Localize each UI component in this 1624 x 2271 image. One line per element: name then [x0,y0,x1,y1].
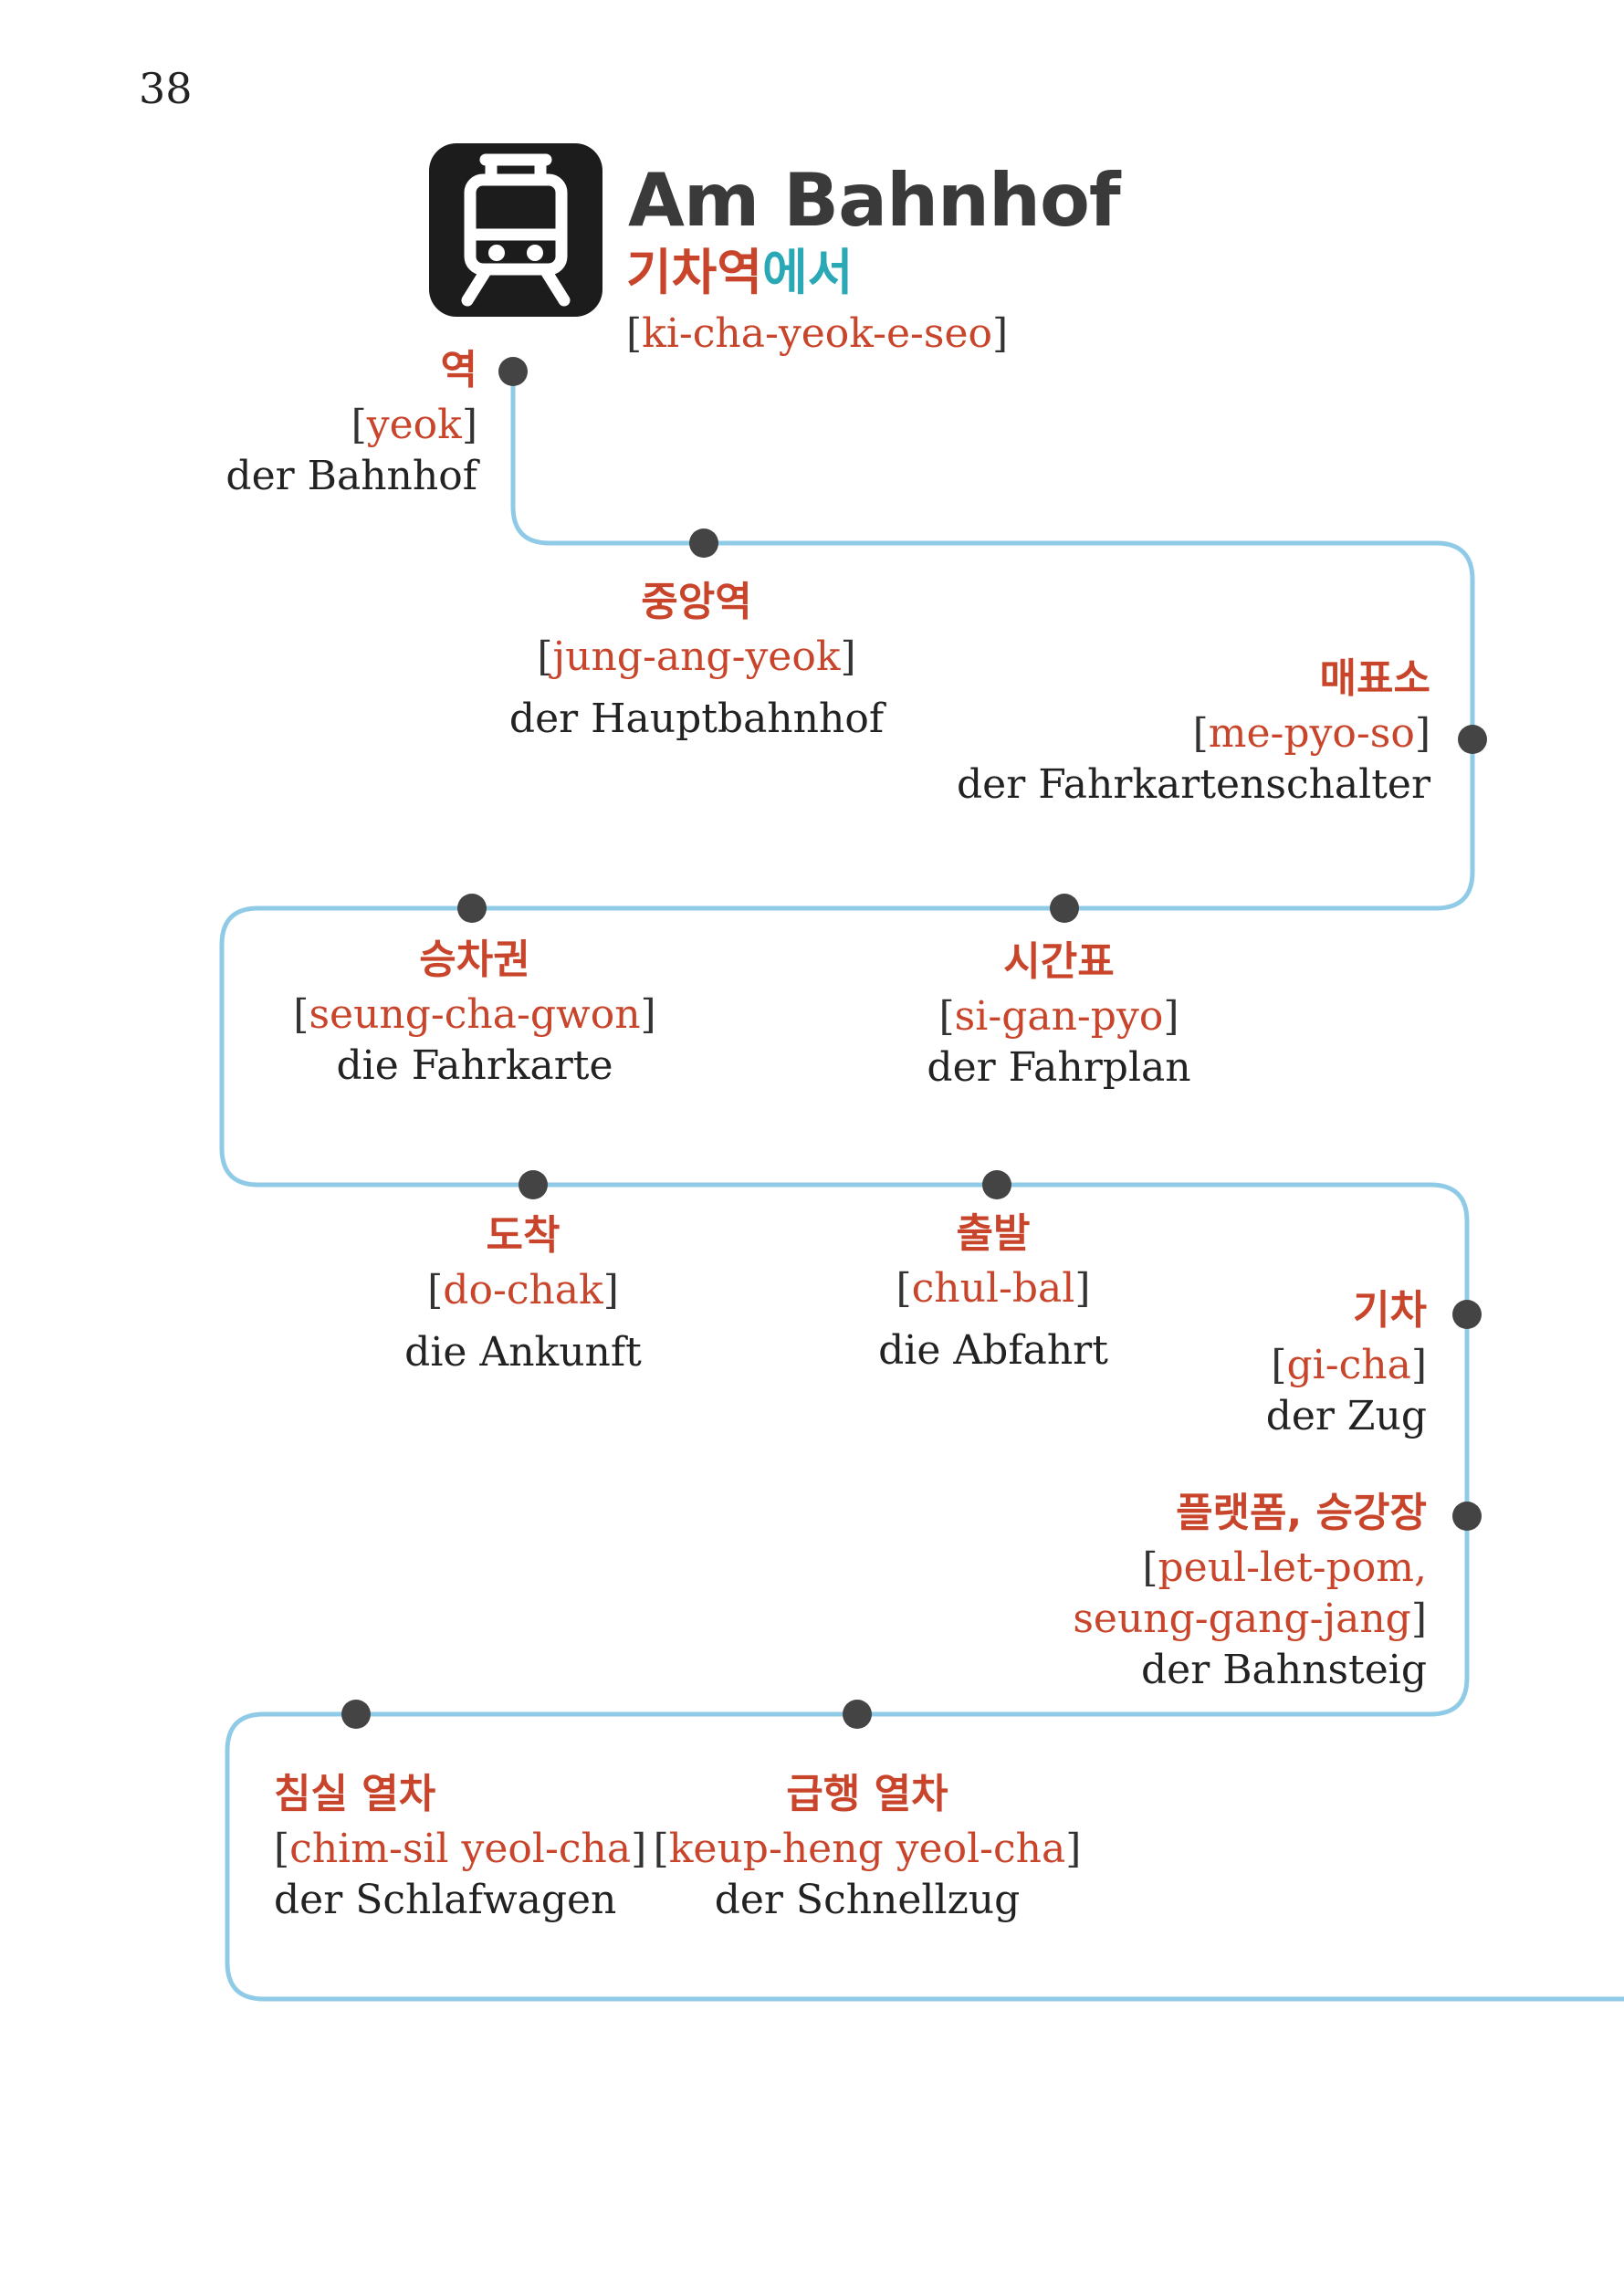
page-title: Am Bahnhof [628,158,1121,243]
korean-word: 출발 [956,1210,1031,1257]
korean-word: 승차권 [419,937,530,983]
page-subtitle: 기차역에서 [626,248,853,298]
german-translation: die Abfahrt [878,1327,1108,1374]
romanization: [gi-cha] [1271,1342,1427,1388]
korean-word: 침실 열차 [274,1771,436,1817]
korean-word: 역 [440,347,477,393]
vocab-entry: 침실 열차 [chim-sil yeol-cha] der Schlafwage… [274,1774,646,1920]
vocab-entry: 역 [yeok] der Bahnhof [225,351,477,497]
korean-word: 중앙역 [641,579,752,625]
title-romanization: [ki-cha-yeok-e-seo] [626,310,1009,357]
page-number: 38 [139,64,193,113]
stop-dot [1452,1300,1482,1329]
vocab-entry: 출발 [chul-bal] die Abfahrt [878,1214,1108,1371]
vocab-entry: 시간표 [si-gan-pyo] der Fahrplan [927,942,1190,1088]
german-translation: die Fahrkarte [336,1042,613,1089]
german-translation: der Hauptbahnhof [508,696,885,742]
german-translation: der Schnellzug [714,1877,1021,1923]
german-translation: der Fahrplan [927,1044,1191,1091]
stop-dot [1458,725,1487,754]
romanization: [chul-bal] [896,1265,1091,1312]
romanization: [jung-ang-yeok] [537,633,856,680]
romanization: [peul-let-pom, [1142,1544,1427,1591]
german-translation: die Ankunft [404,1329,642,1376]
stop-dot [982,1170,1011,1199]
korean-word: 기차 [1353,1287,1427,1334]
german-translation: der Schlafwagen [274,1877,617,1923]
vocab-entry: 기차 [gi-cha] der Zug [1266,1291,1427,1437]
stop-dot [1050,894,1079,923]
korean-word: 매표소 [1319,655,1430,702]
romanization: [me-pyo-so] [1192,710,1430,757]
romanization-line-2: seung-gang-jang] [1073,1596,1427,1642]
title-romanization-text: ki-cha-yeok-e-seo [642,310,993,357]
romanization: [do-chak] [427,1267,619,1313]
stop-dot [519,1170,548,1199]
subtitle-red-part: 기차역 [626,244,763,301]
korean-word: 급행 열차 [786,1771,948,1817]
german-translation: der Fahrkartenschalter [957,761,1430,808]
korean-word: 시간표 [1003,938,1115,985]
german-translation: der Zug [1265,1393,1427,1439]
stop-dot [498,357,528,386]
stop-dot [843,1700,872,1729]
romanization: [yeok] [351,402,477,448]
romanization: [seung-cha-gwon] [293,991,656,1038]
romanization: [chim-sil yeol-cha] [274,1826,647,1872]
german-translation: der Bahnhof [225,453,477,499]
vocab-entry: 도착 [do-chak] die Ankunft [404,1216,642,1373]
german-translation: der Bahnsteig [1140,1647,1427,1693]
vocab-entry: 승차권 [seung-cha-gwon] die Fahrkarte [293,940,655,1086]
korean-word: 도착 [486,1212,561,1259]
subtitle-teal-part: 에서 [762,244,854,301]
stop-dot [457,894,487,923]
vocab-entry: 급행 열차 [keup-heng yeol-cha] der Schnellzu… [654,1774,1082,1920]
korean-word: 플랫폼, 승강장 [1176,1490,1427,1536]
romanization: [si-gan-pyo] [938,993,1179,1040]
vocab-entry: 중앙역 [jung-ang-yeok] der Hauptbahnhof [509,582,884,739]
vocab-entry: 플랫폼, 승강장 [peul-let-pom, seung-gang-jang]… [1073,1493,1427,1690]
stop-dot [689,529,718,558]
stop-dot [1452,1502,1482,1531]
romanization: [keup-heng yeol-cha] [653,1826,1082,1872]
vocab-entry: 매표소 [me-pyo-so] der Fahrkartenschalter [957,659,1430,805]
stop-dot [341,1700,371,1729]
train-icon [429,143,602,317]
